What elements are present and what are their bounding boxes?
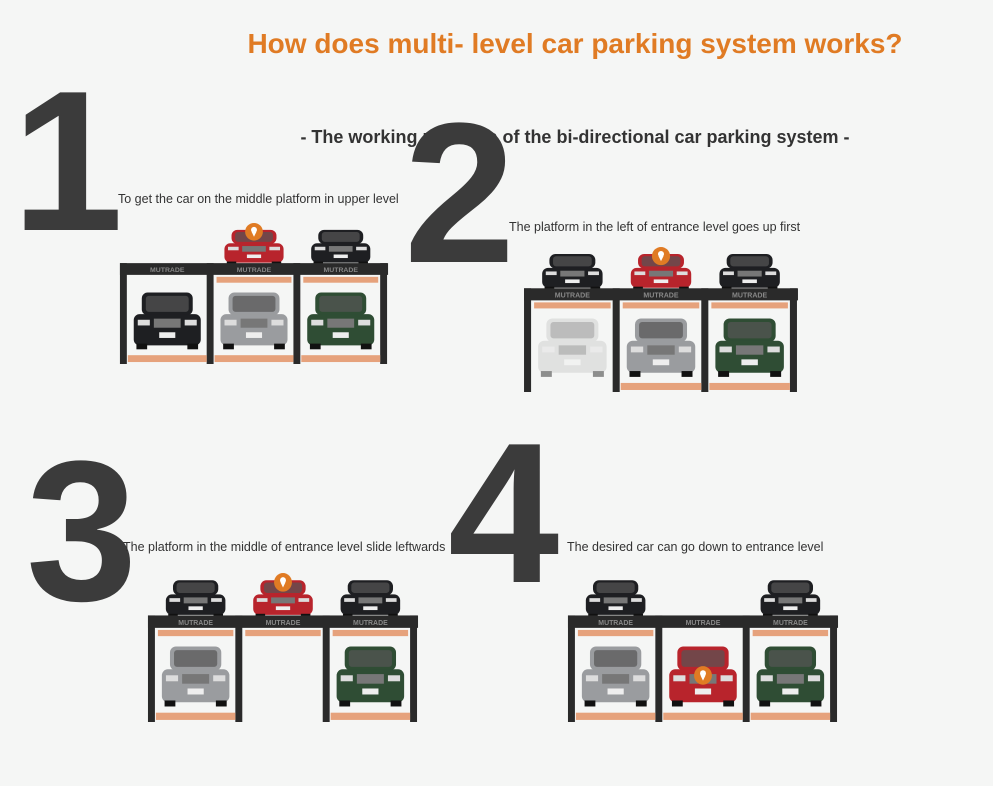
upper-platform <box>157 629 234 637</box>
brand-lettering: MUTRADE <box>353 619 388 627</box>
post <box>206 263 214 364</box>
lower-platform <box>330 712 411 720</box>
post <box>567 615 575 722</box>
location-pin-icon <box>694 666 712 685</box>
brand-lettering: MUTRADE <box>178 619 213 627</box>
upper-platform <box>752 629 829 637</box>
post <box>524 288 532 392</box>
upper-platform <box>577 629 654 637</box>
brand-lettering: MUTRADE <box>237 267 272 274</box>
upper-platform <box>245 629 321 637</box>
lower-car-3 <box>756 646 825 707</box>
lower-car-1 <box>133 292 201 350</box>
brand-lettering: MUTRADE <box>555 292 590 299</box>
post <box>830 615 838 722</box>
upper-platform <box>534 302 611 309</box>
step-2-diagram: MUTRADE MUTRADE MUTRADE <box>520 246 802 392</box>
location-pin-icon <box>274 573 292 592</box>
page-title: How does multi- level car parking system… <box>247 28 903 59</box>
brand-lettering: MUTRADE <box>266 619 301 627</box>
post <box>322 615 330 722</box>
upper-platform <box>216 276 292 283</box>
lower-car-3 <box>336 646 405 707</box>
brand-lettering: MUTRADE <box>732 292 767 299</box>
upper-platform <box>332 629 409 637</box>
upper-car-1 <box>165 580 226 618</box>
post <box>380 263 388 364</box>
post <box>119 263 127 364</box>
step-1-diagram: MUTRADE MUTRADE MUTRADE <box>116 222 392 364</box>
location-pin-icon <box>651 247 671 266</box>
lower-platform <box>709 382 790 390</box>
upper-car-2 <box>224 229 284 266</box>
lower-platform <box>155 712 236 720</box>
upper-beam <box>119 263 389 275</box>
brand-lettering: MUTRADE <box>150 267 185 274</box>
upper-car-3 <box>760 580 821 618</box>
lower-platform <box>575 712 656 720</box>
lower-platform <box>127 355 207 363</box>
brand-lettering: MUTRADE <box>324 267 359 274</box>
lower-car-1 <box>161 646 230 707</box>
lower-platform <box>750 712 831 720</box>
upper-beam <box>567 615 839 628</box>
step-number-4: 4 <box>448 402 559 625</box>
upper-platform <box>622 302 700 309</box>
lower-car-2 <box>220 292 288 350</box>
upper-car-3 <box>340 580 401 618</box>
post <box>293 263 301 364</box>
brand-lettering: MUTRADE <box>773 619 808 627</box>
step-3-diagram: MUTRADE MUTRADE MUTRADE <box>144 572 422 722</box>
post <box>701 288 709 392</box>
step-number-3: 3 <box>26 420 137 643</box>
location-pin-icon <box>245 222 263 241</box>
lower-platform <box>214 355 294 363</box>
step-number-2: 2 <box>404 82 515 305</box>
step-caption-3: The platform in the middle of entrance l… <box>123 540 446 554</box>
post <box>147 615 155 722</box>
step-4-diagram: MUTRADE MUTRADE MUTRADE <box>564 572 842 722</box>
upper-car-3 <box>719 254 780 291</box>
upper-platform <box>711 302 788 309</box>
lower-car-1 <box>581 646 650 707</box>
lower-platform <box>301 355 381 363</box>
lower-platform <box>620 382 702 390</box>
lower-car-1 <box>538 318 607 377</box>
step-caption-2: The platform in the left of entrance lev… <box>509 220 801 234</box>
upper-car-3 <box>311 229 371 266</box>
lower-car-3 <box>307 292 375 350</box>
lower-platform <box>663 712 743 720</box>
post <box>655 615 663 722</box>
lower-car-2 <box>626 318 696 377</box>
subtitle: - The working principle of the bi-direct… <box>300 127 850 147</box>
post <box>235 615 243 722</box>
upper-beam <box>147 615 419 628</box>
upper-car-1 <box>542 254 603 291</box>
post <box>410 615 418 722</box>
step-caption-1: To get the car on the middle platform in… <box>118 192 399 206</box>
post <box>789 288 797 392</box>
brand-lettering: MUTRADE <box>598 619 633 627</box>
step-number-1: 1 <box>12 50 123 273</box>
upper-beam <box>524 288 798 301</box>
brand-lettering: MUTRADE <box>643 292 678 299</box>
upper-platform <box>303 276 379 283</box>
step-caption-4: The desired car can go down to entrance … <box>567 540 824 554</box>
post <box>612 288 620 392</box>
brand-lettering: MUTRADE <box>686 619 721 627</box>
lower-car-3 <box>715 318 784 377</box>
upper-car-1 <box>585 580 646 618</box>
post <box>742 615 750 722</box>
